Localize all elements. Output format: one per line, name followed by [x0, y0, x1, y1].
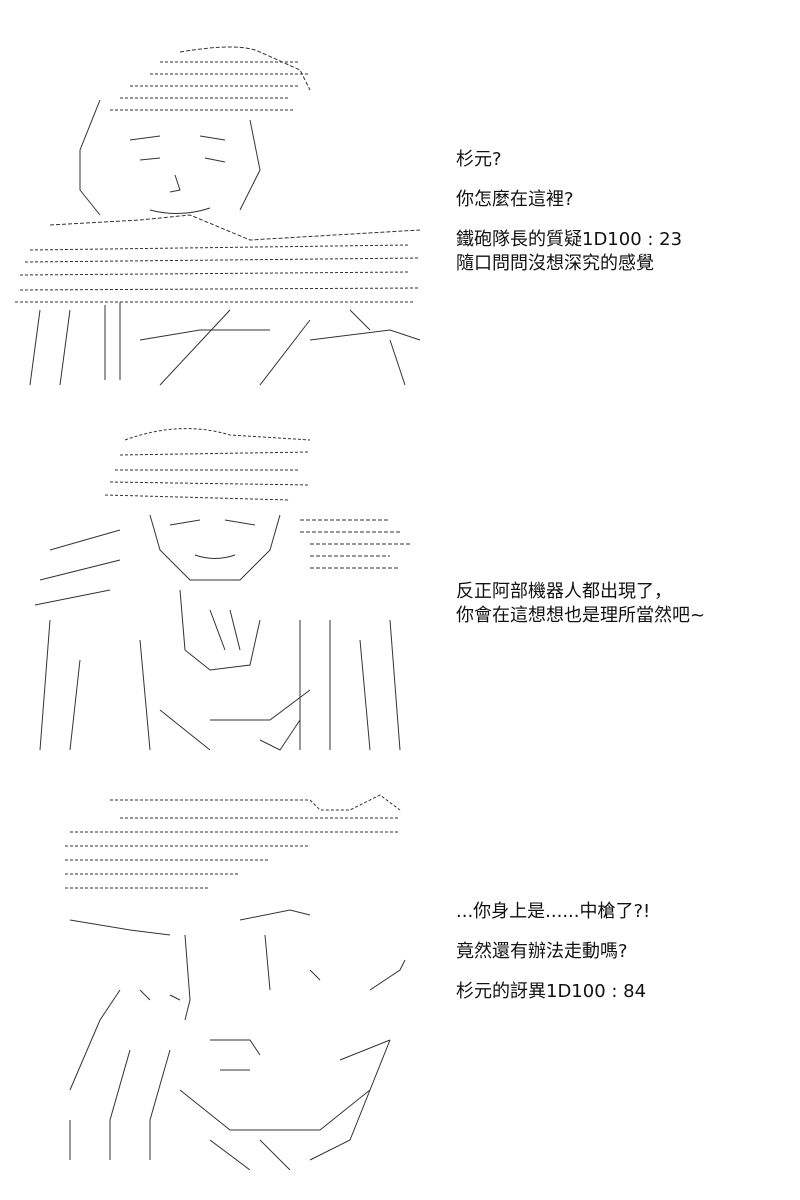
dialogue-line: 隨口問問沒想深究的感覺 [456, 253, 654, 274]
dialogue-spacer [456, 964, 786, 980]
dialogue-box-3: ...你身上是......中槍了?! 竟然還有辦法走動嗎? 杉元的訝異1D100… [456, 900, 786, 1004]
panel-2: 反正阿部機器人都出現了， 你會在這想想也是理所當然吧~ [0, 420, 800, 760]
panel-1: 杉元? 你怎麼在這裡? 鐵砲隊長的質疑1D100 : 23 隨口問問沒想深究的感… [0, 40, 800, 390]
dialogue-line: 你怎麼在這裡? [456, 189, 574, 210]
dialogue-spacer [456, 212, 786, 228]
ascii-art-surprised-face [10, 790, 430, 1170]
dialogue-line: 杉元? [456, 149, 502, 170]
dialogue-box-1: 杉元? 你怎麼在這裡? 鐵砲隊長的質疑1D100 : 23 隨口問問沒想深究的感… [456, 148, 786, 276]
dialogue-line: 你會在這想想也是理所當然吧~ [456, 605, 706, 626]
dialogue-line: 鐵砲隊長的質疑1D100 : 23 [456, 229, 683, 250]
panel-3: ...你身上是......中槍了?! 竟然還有辦法走動嗎? 杉元的訝異1D100… [0, 790, 800, 1170]
dialogue-line: 反正阿部機器人都出現了， [456, 581, 672, 602]
dialogue-box-2: 反正阿部機器人都出現了， 你會在這想想也是理所當然吧~ [456, 580, 786, 628]
dialogue-line: ...你身上是......中槍了?! [456, 901, 651, 922]
dialogue-line: 杉元的訝異1D100 : 84 [456, 981, 647, 1002]
ascii-art-soldier-cap [10, 40, 430, 390]
ascii-art-thinking-figure [10, 420, 430, 760]
dialogue-line: 竟然還有辦法走動嗎? [456, 941, 628, 962]
dialogue-spacer [456, 172, 786, 188]
dialogue-spacer [456, 924, 786, 940]
